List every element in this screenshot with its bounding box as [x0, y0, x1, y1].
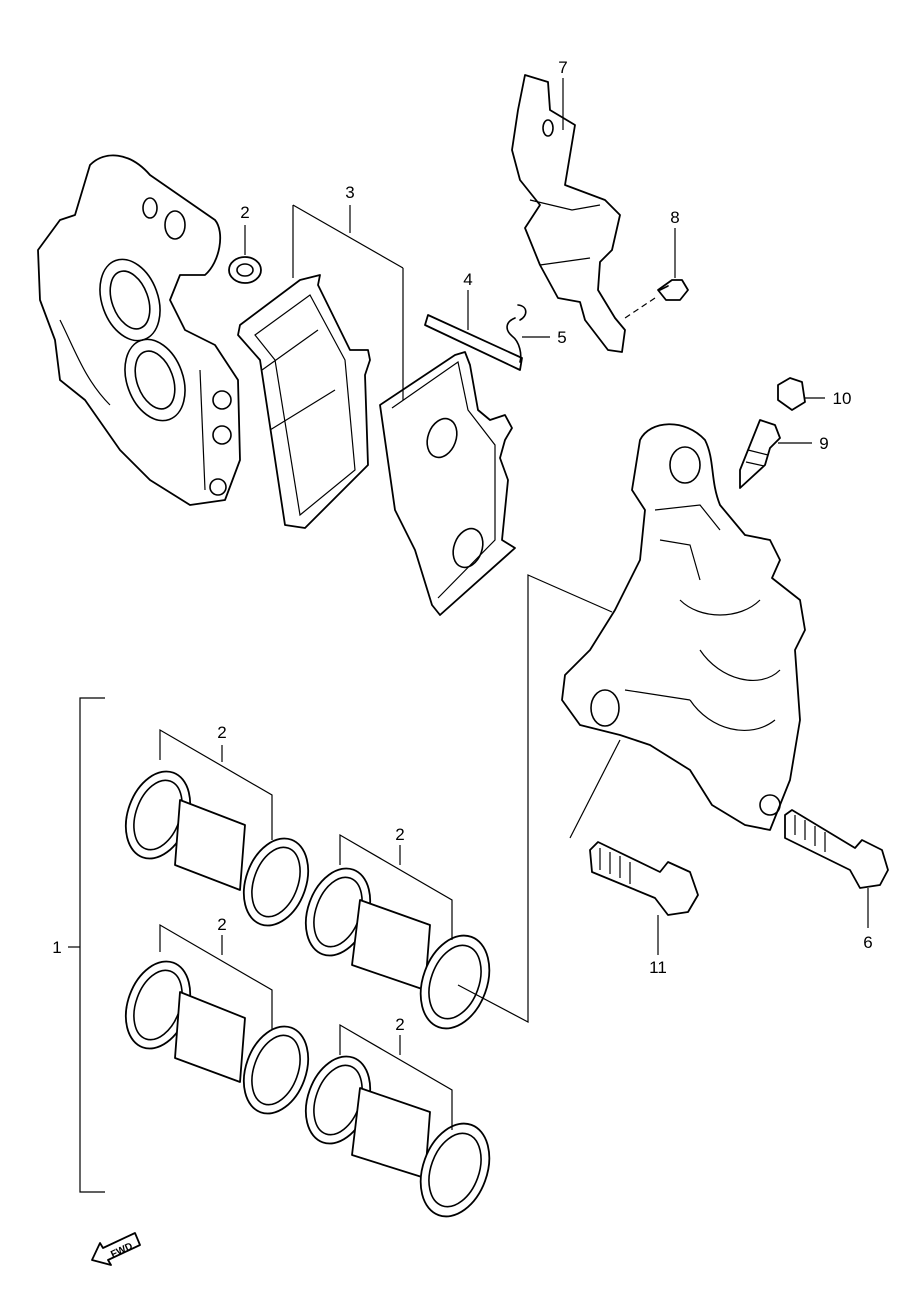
callout-1: 1: [52, 938, 61, 957]
callout-8: 8: [670, 208, 679, 227]
bracket-bolt: [784, 809, 889, 889]
bleeder-valve: [739, 419, 781, 489]
callout-10: 10: [833, 389, 852, 408]
callout-2-washer: 2: [240, 203, 249, 222]
forward-arrow-icon: FWD: [91, 1232, 141, 1266]
pad-pin: [424, 314, 523, 371]
pin-clip: [506, 304, 527, 363]
caliper-body: [37, 154, 241, 506]
piston-set-4: [304, 1055, 491, 1218]
caliper-mount-bolt: [569, 739, 699, 916]
brake-pad-front: [237, 274, 371, 529]
callout-5: 5: [557, 328, 566, 347]
callout-7: 7: [558, 58, 567, 77]
bleeder-cap: [777, 377, 806, 411]
callout-4: 4: [463, 270, 472, 289]
caliper-bracket: [561, 423, 806, 831]
callout-2-piston-4: 2: [395, 1015, 404, 1034]
leader-lines: [68, 78, 869, 1193]
brake-pad-rear: [379, 351, 516, 616]
piston-set-1: [124, 770, 310, 927]
plate-bolt: [624, 279, 689, 319]
callout-2-piston-3: 2: [217, 915, 226, 934]
callout-2-piston-2: 2: [395, 825, 404, 844]
callout-labels: 1 2 2 2 2 2 3 4 5 6 7 8 9 10 11: [52, 58, 872, 1034]
piston-set-3: [124, 960, 310, 1115]
piston-set-2: [304, 867, 491, 1030]
callout-9: 9: [819, 434, 828, 453]
caliper-plate: [511, 74, 626, 353]
callout-6: 6: [863, 933, 872, 952]
callout-3: 3: [345, 183, 354, 202]
callout-11: 11: [649, 958, 667, 977]
seal-washer-top: [228, 256, 262, 284]
callout-2-piston-1: 2: [217, 723, 226, 742]
